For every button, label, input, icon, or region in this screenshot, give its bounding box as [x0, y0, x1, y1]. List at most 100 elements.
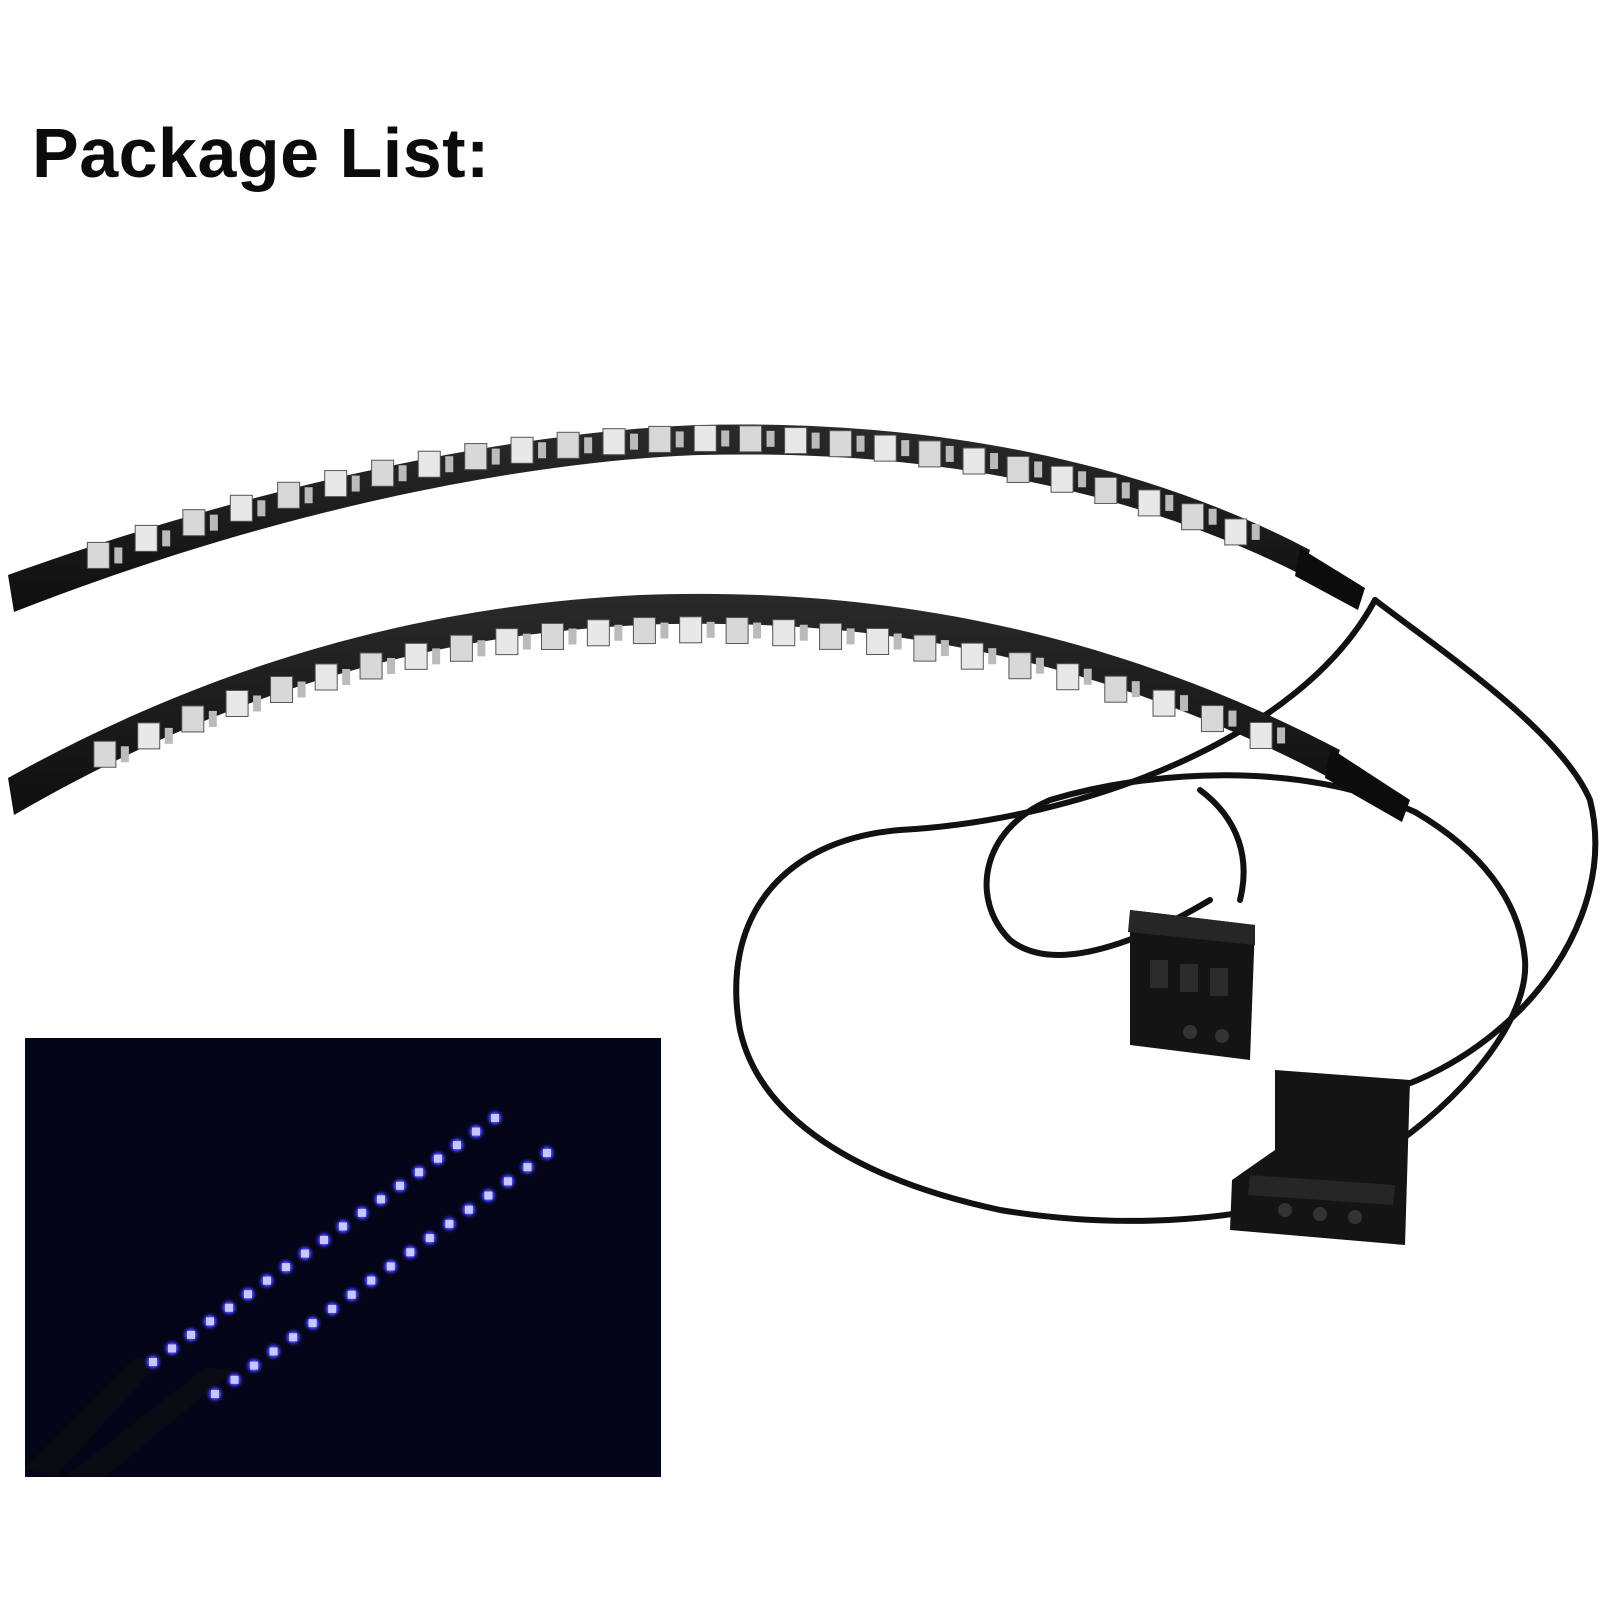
led-dot	[187, 1330, 195, 1339]
led-chip	[1224, 518, 1248, 546]
led-dot	[472, 1127, 480, 1136]
led-chip	[739, 425, 763, 453]
led-dot	[543, 1149, 551, 1157]
led-dot	[484, 1191, 493, 1200]
led-dot	[206, 1317, 214, 1326]
led-dot	[377, 1195, 385, 1204]
resistor-chip	[614, 624, 623, 641]
led-chip	[819, 622, 843, 650]
resistor-chip	[799, 624, 808, 641]
resistor-chip	[990, 453, 999, 470]
led-chip	[359, 652, 383, 680]
led-chip	[1181, 503, 1205, 531]
led-chip	[181, 705, 205, 733]
led-chip	[1056, 663, 1080, 691]
led-chip	[602, 428, 626, 456]
led-chip	[93, 740, 117, 768]
led-chip	[324, 470, 348, 498]
led-strip-lower	[8, 593, 1410, 822]
led-dot	[445, 1219, 454, 1228]
led-dot	[503, 1177, 512, 1186]
resistor-chip	[1208, 508, 1217, 525]
led-chip	[829, 430, 853, 458]
resistor-chip	[568, 628, 577, 645]
resistor-chip	[387, 657, 396, 674]
resistor-chip	[1180, 695, 1189, 712]
led-dot	[434, 1154, 442, 1163]
led-dot	[282, 1263, 290, 1272]
led-chip	[1050, 465, 1074, 493]
molex-connector-2	[1230, 1070, 1410, 1245]
resistor-chip	[253, 695, 262, 712]
led-chip	[556, 431, 580, 459]
resistor-chip	[1034, 461, 1043, 478]
glowing-blue-leds	[25, 1108, 557, 1477]
led-dot	[328, 1304, 337, 1313]
resistor-chip	[1277, 727, 1286, 744]
led-chip	[913, 634, 937, 662]
resistor-chip	[398, 465, 407, 482]
resistor-chip	[846, 628, 855, 645]
led-chip	[134, 524, 158, 552]
led-dot	[289, 1333, 298, 1342]
power-cables	[733, 597, 1599, 1224]
resistor-chip	[940, 640, 949, 657]
resistor-chip	[1121, 482, 1130, 499]
led-chip	[225, 689, 249, 717]
led-chip	[495, 628, 519, 656]
resistor-chip	[208, 710, 217, 727]
led-chip	[1152, 689, 1176, 717]
led-dot	[464, 1205, 473, 1214]
resistor-chip	[120, 746, 129, 763]
led-chip	[1008, 652, 1032, 680]
resistor-chip	[721, 430, 730, 447]
led-chip	[962, 447, 986, 475]
led-dot	[453, 1141, 461, 1150]
led-dot	[415, 1168, 423, 1177]
led-chip	[1006, 455, 1030, 483]
led-chip	[404, 642, 428, 670]
resistor-chip	[164, 727, 173, 744]
led-chip	[510, 436, 534, 464]
led-chip	[182, 509, 206, 537]
led-dot	[269, 1347, 278, 1356]
resistor-chip	[1165, 494, 1174, 511]
led-chip	[1094, 476, 1118, 504]
led-dot	[358, 1208, 366, 1217]
resistor-chip	[491, 448, 500, 465]
resistor-chip	[522, 633, 531, 650]
resistor-chip	[162, 530, 171, 547]
led-dot	[211, 1390, 219, 1398]
led-chip	[540, 622, 564, 650]
led-chip	[1249, 721, 1273, 749]
led-chip	[371, 459, 395, 487]
resistor-chip	[445, 456, 454, 473]
resistor-chip	[257, 500, 266, 517]
led-chip	[1200, 705, 1224, 733]
led-dot	[367, 1276, 376, 1285]
resistor-chip	[856, 435, 865, 452]
resistor-chip	[766, 430, 775, 447]
led-chip	[586, 619, 610, 647]
resistor-chip	[432, 648, 441, 665]
upper-strip-leds	[86, 424, 1260, 569]
led-dot	[250, 1361, 259, 1370]
resistor-chip	[660, 622, 669, 639]
led-dot	[244, 1290, 252, 1299]
led-chip	[632, 617, 656, 645]
inset-led-dots	[143, 1108, 557, 1404]
led-dot	[347, 1290, 356, 1299]
led-chip	[270, 676, 294, 704]
led-dot	[425, 1234, 434, 1243]
resistor-chip	[1035, 657, 1044, 674]
led-dot	[263, 1276, 271, 1285]
resistor-chip	[1251, 523, 1260, 540]
led-chip	[229, 494, 253, 522]
led-chip	[873, 434, 897, 462]
led-dot	[320, 1236, 328, 1244]
package-list-heading: Package List:	[32, 114, 490, 192]
resistor-chip	[477, 640, 486, 657]
led-dot	[308, 1319, 317, 1328]
led-chip	[693, 424, 717, 452]
led-chip	[449, 634, 473, 662]
